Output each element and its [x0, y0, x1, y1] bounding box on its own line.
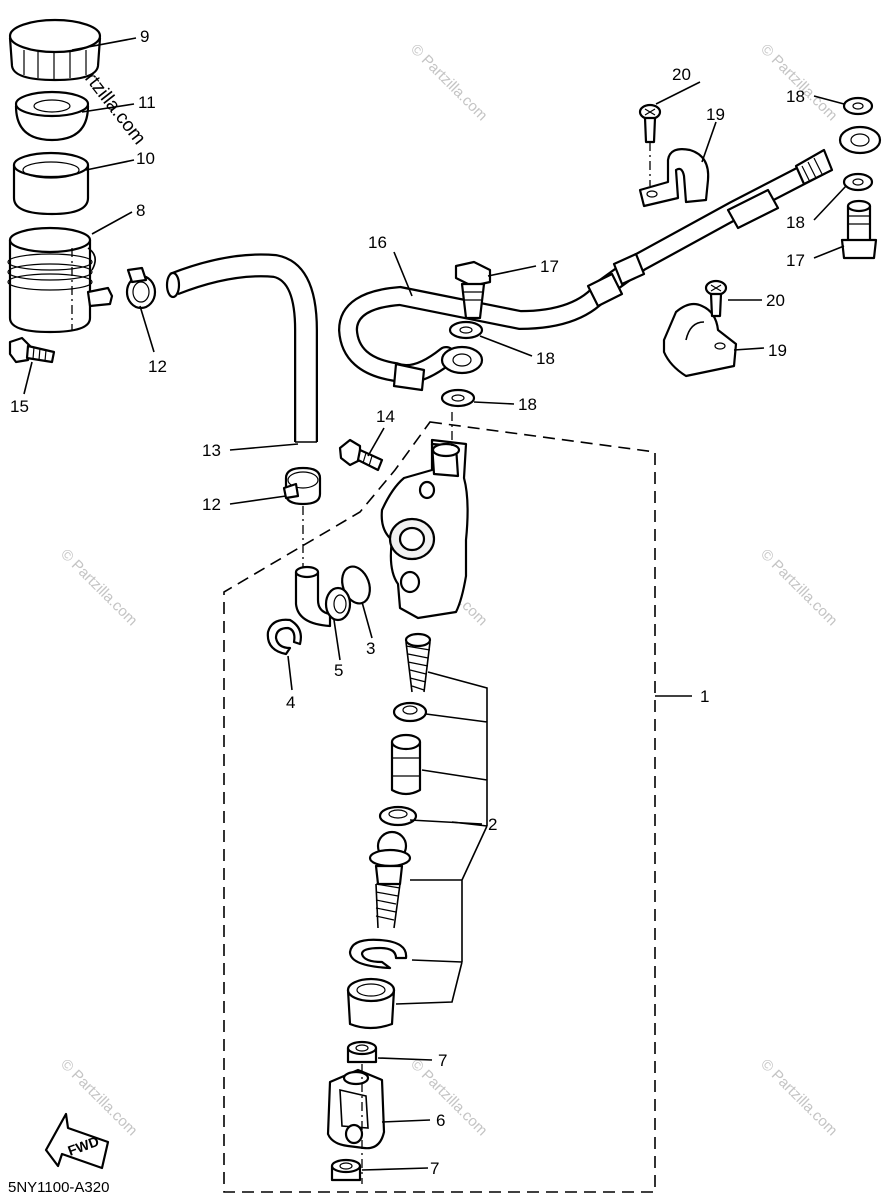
- brake-hose: [337, 125, 882, 392]
- boot: [346, 977, 396, 1030]
- hose-guide-lower: [662, 302, 738, 378]
- callout-2: 2: [488, 815, 497, 834]
- callout-20-upper: 20: [672, 65, 691, 84]
- copper-washer: [448, 320, 484, 340]
- union-bolt-left: [454, 260, 492, 320]
- watermark: © Partzilla.com: [407, 41, 490, 124]
- hose-guide-upper: [638, 148, 710, 208]
- callout-5: 5: [334, 661, 343, 680]
- clevis: [326, 1068, 386, 1150]
- callout-20-lower: 20: [766, 291, 785, 310]
- copper-washer: [842, 96, 874, 116]
- callout-16: 16: [368, 233, 387, 252]
- reservoir-bolt: [8, 336, 56, 364]
- watermark: © Partzilla.com: [757, 41, 840, 124]
- callout-7-lower: 7: [430, 1159, 439, 1178]
- reservoir-cap: [8, 18, 102, 82]
- callout-17-right: 17: [786, 251, 805, 270]
- watermark: © Partzilla.com: [57, 546, 140, 629]
- watermark: © Partzilla.com: [57, 1056, 140, 1139]
- union-bolt-right: [840, 199, 878, 260]
- callout-17-left: 17: [540, 257, 559, 276]
- hose-joint: [294, 565, 352, 628]
- secondary-cup: [378, 805, 418, 827]
- circlip: [266, 618, 302, 656]
- copper-washer: [440, 388, 476, 408]
- callout-13: 13: [202, 441, 221, 460]
- snap-ring: [348, 938, 408, 970]
- callout-7-upper: 7: [438, 1051, 447, 1070]
- reservoir-hose: [169, 253, 318, 442]
- master-cylinder-body: [380, 412, 469, 620]
- watermark: © Partzilla.com: [757, 1056, 840, 1139]
- reservoir-diaphragm: [14, 90, 90, 142]
- callout-14: 14: [376, 407, 395, 426]
- fwd-arrow: FWD: [44, 1112, 110, 1170]
- spring: [404, 632, 432, 693]
- diagram-code: 5NY1100-A320: [8, 1179, 109, 1196]
- leader-lines: [23, 37, 847, 1171]
- callout-1: 1: [700, 687, 709, 706]
- hose-clamp-lower: [282, 466, 322, 506]
- assembly-boundary: [223, 421, 656, 1193]
- callout-18-d: 18: [786, 213, 805, 232]
- callout-19-upper: 19: [706, 105, 725, 124]
- callout-10: 10: [136, 149, 155, 168]
- reservoir-tank: [7, 226, 114, 334]
- callout-15: 15: [10, 397, 29, 416]
- callout-4: 4: [286, 693, 295, 712]
- callout-19-lower: 19: [768, 341, 787, 360]
- locknut-lower: [330, 1158, 362, 1182]
- reservoir-diaphragm-plate: [12, 151, 90, 216]
- callout-12-lower: 12: [202, 495, 221, 514]
- push-rod: [368, 830, 412, 929]
- mounting-bolt: [338, 438, 384, 472]
- callouts: 9 11 10 8 12 15 13 12 14 3 5 4 16 17 18 …: [10, 27, 805, 1178]
- callout-8: 8: [136, 201, 145, 220]
- callout-12-upper: 12: [148, 357, 167, 376]
- copper-washer: [842, 172, 874, 192]
- callout-3: 3: [366, 639, 375, 658]
- callout-9: 9: [140, 27, 149, 46]
- watermark: © Partzilla.com: [757, 546, 840, 629]
- callout-18-c: 18: [786, 87, 805, 106]
- primary-cup: [390, 733, 422, 796]
- callout-6: 6: [436, 1111, 445, 1130]
- callout-11: 11: [138, 93, 156, 112]
- locknut-upper: [346, 1040, 378, 1064]
- watermark: © Partzilla.com: [407, 1056, 490, 1139]
- guide-screw-lower: [704, 279, 728, 318]
- spring-seat: [392, 701, 428, 723]
- hose-clamp-upper: [125, 266, 157, 310]
- callout-18-a: 18: [536, 349, 555, 368]
- guide-screw-upper: [638, 103, 662, 186]
- callout-18-b: 18: [518, 395, 537, 414]
